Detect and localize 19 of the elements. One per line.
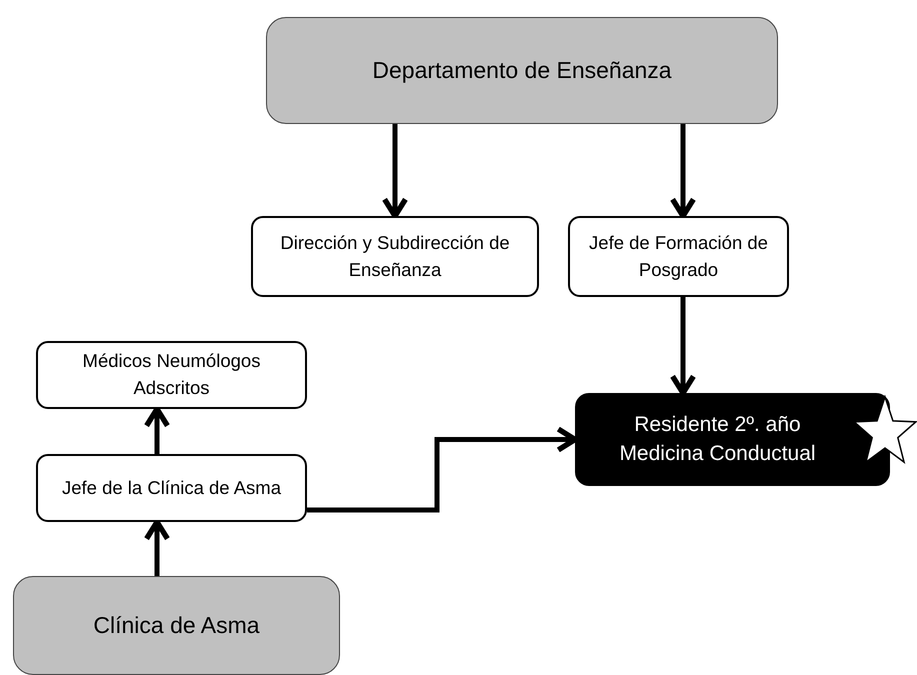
arrow	[670, 124, 696, 219]
node-label: Jefe de la Clínica de Asma	[62, 476, 282, 500]
node-label: Dirección y Subdirección de Enseñanza	[279, 230, 511, 282]
arrow	[144, 519, 170, 576]
process-box	[36, 454, 307, 522]
node-label: Departamento de Enseñanza	[372, 56, 672, 85]
arrow	[144, 406, 170, 454]
process-box	[251, 216, 539, 297]
node-label: Jefe de Formación de Posgrado	[588, 230, 769, 282]
node-label: Médicos Neumólogos Adscritos	[82, 349, 262, 400]
node-label: Clínica de Asma	[93, 610, 260, 640]
arrow	[382, 124, 408, 219]
process-box	[36, 341, 307, 409]
process-box	[568, 216, 789, 297]
department-box	[266, 17, 778, 124]
node-label: Residente 2º. año Medicina Conductual	[618, 412, 817, 466]
department-box	[13, 576, 340, 675]
highlighted-box	[575, 393, 890, 486]
arrow	[670, 297, 696, 396]
